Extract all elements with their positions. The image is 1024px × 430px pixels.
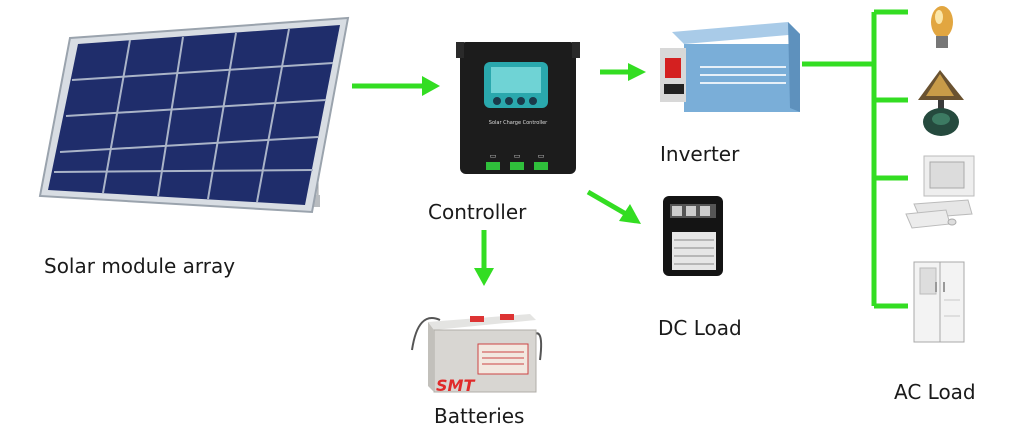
battery-icon: SMT: [411, 314, 543, 395]
arrow-controller-to-batteries: [474, 230, 494, 286]
table-lamp-icon: [918, 70, 964, 136]
batteries-label: Batteries: [434, 404, 525, 428]
controller-label: Controller: [428, 200, 527, 224]
computer-icon: [905, 155, 975, 229]
controller-face-label: Solar Charge Controller: [489, 120, 548, 126]
svg-text:▭: ▭: [514, 152, 521, 160]
dc-load-icon: [663, 196, 723, 276]
light-bulb-icon: [931, 6, 953, 48]
svg-text:▭: ▭: [490, 152, 497, 160]
inverter-icon: [660, 22, 800, 112]
ac-load-label: AC Load: [894, 380, 976, 404]
arrow-controller-to-dc-load: [586, 189, 641, 224]
arrow-controller-to-inverter: [600, 63, 646, 81]
solar-panel-icon: [38, 16, 350, 214]
refrigerator-icon: [913, 261, 965, 343]
solar-module-array-label: Solar module array: [44, 254, 236, 278]
ac-bus-lines: [802, 9, 908, 309]
charge-controller-icon: Solar Charge Controller ▭ ▭ ▭: [456, 42, 580, 174]
inverter-label: Inverter: [660, 142, 740, 166]
arrow-solar-to-controller: [352, 76, 440, 96]
svg-text:▭: ▭: [538, 152, 545, 160]
battery-logo: SMT: [436, 376, 475, 395]
dc-load-label: DC Load: [658, 316, 742, 340]
